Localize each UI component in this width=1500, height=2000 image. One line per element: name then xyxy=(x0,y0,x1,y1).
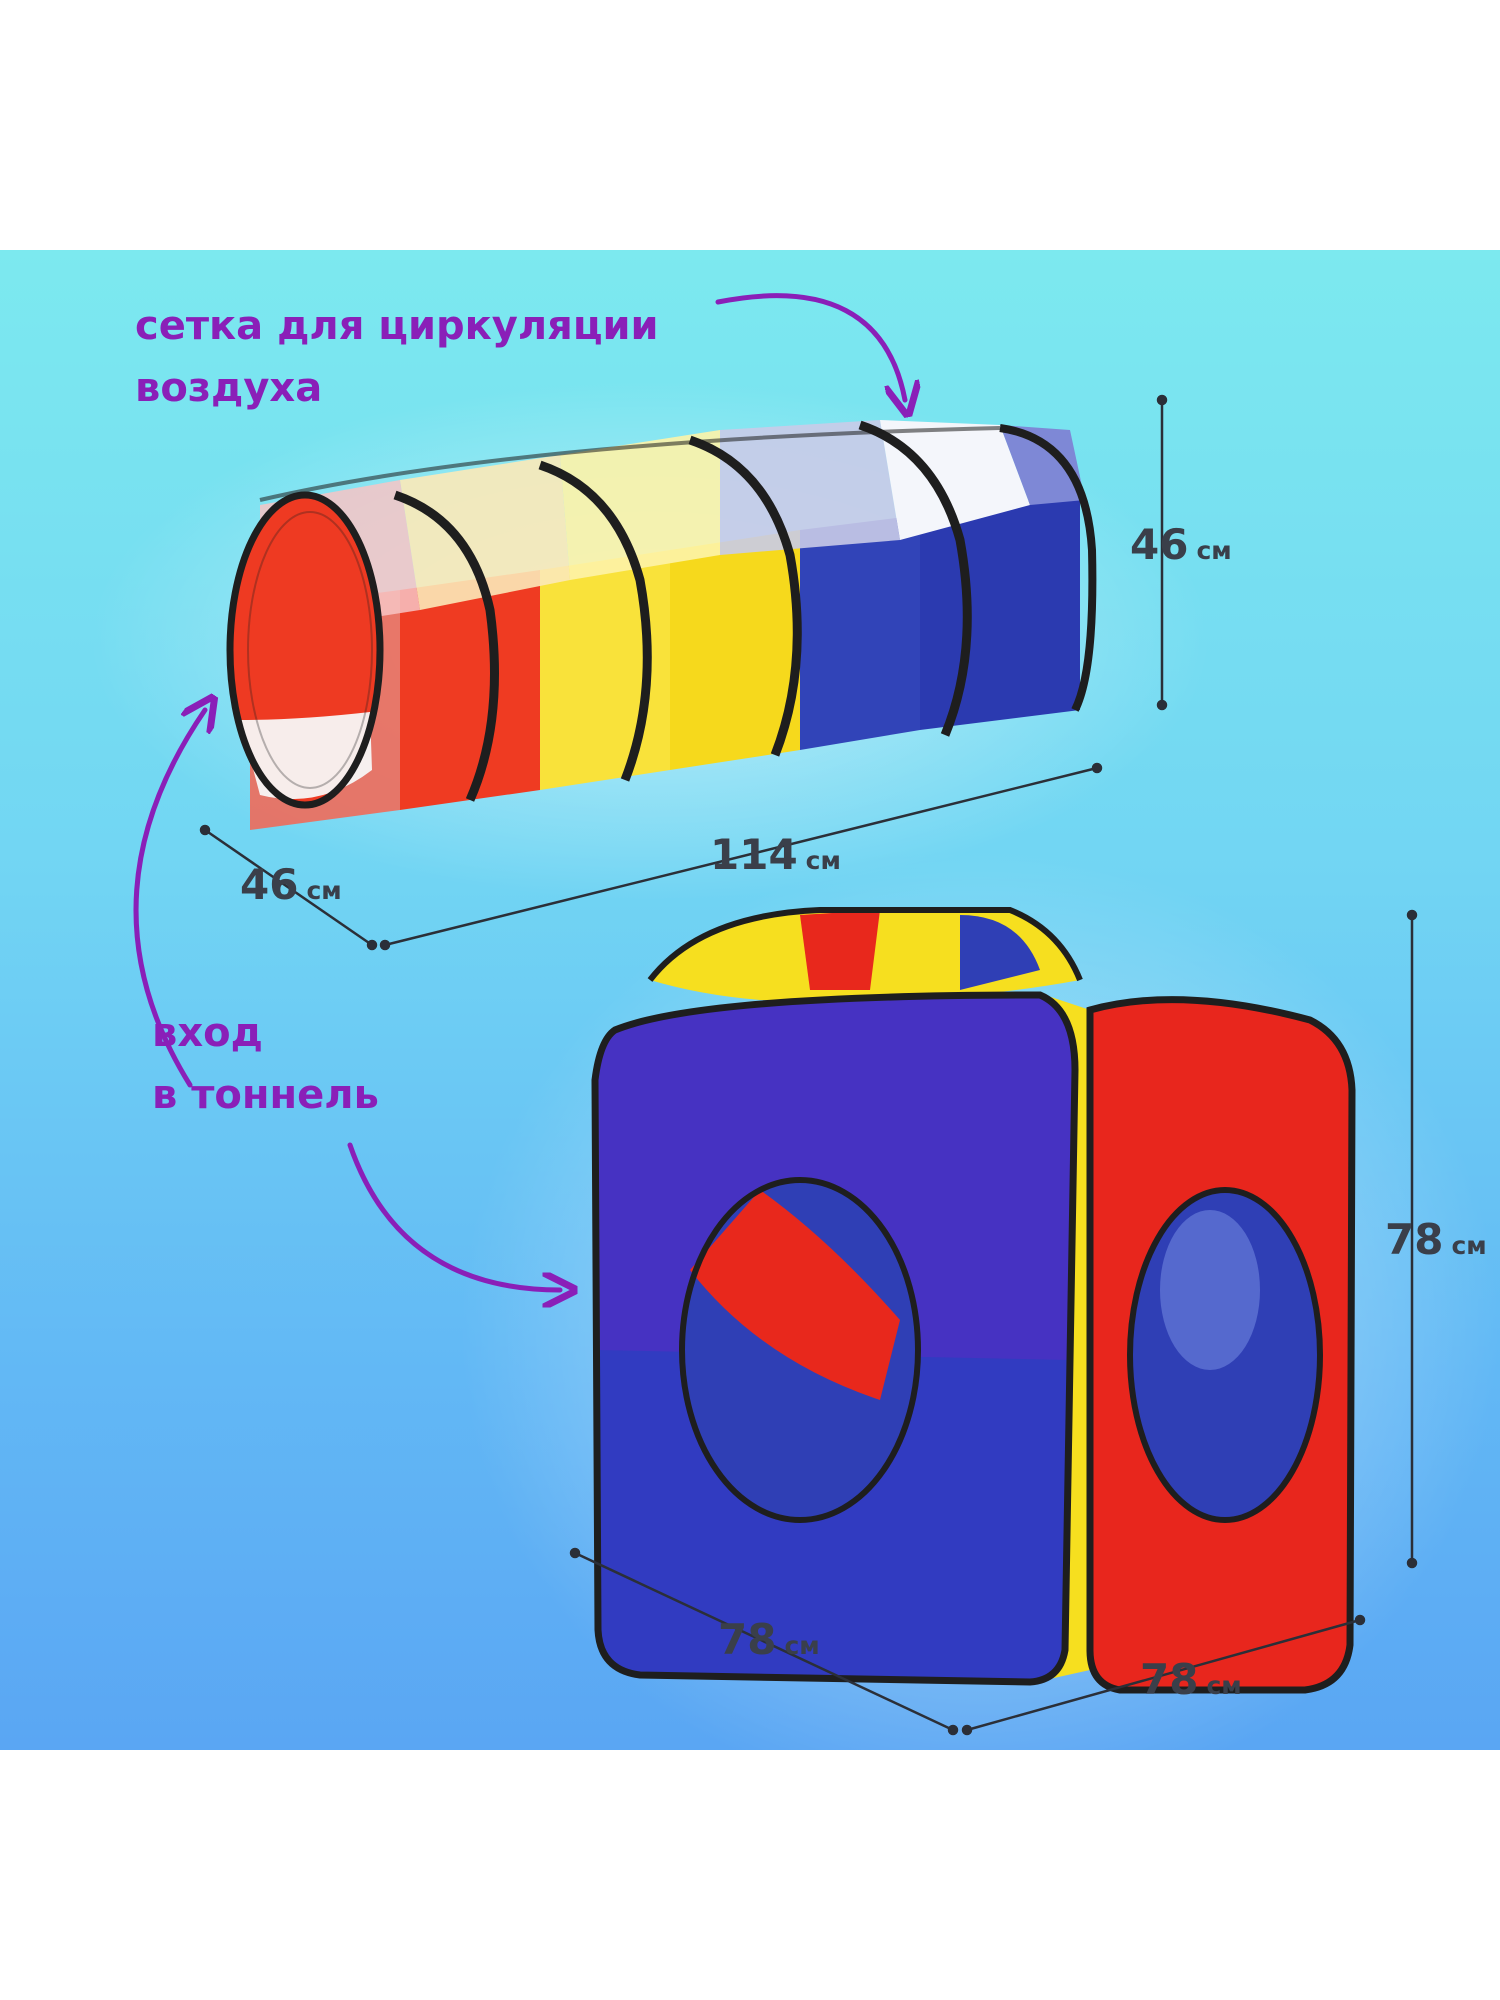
dimension-lines xyxy=(199,394,1418,1736)
unit-label: см xyxy=(306,876,342,905)
tunnel-length-value: 114 xyxy=(710,830,798,879)
mesh-callout: сетка для циркуляции воздуха xyxy=(135,295,659,419)
unit-label: см xyxy=(1451,1231,1487,1260)
tunnel-entry-arrow xyxy=(133,710,205,1088)
unit-label: см xyxy=(805,846,841,875)
cube-tent-illustration xyxy=(591,907,1356,1694)
tunnel-diameter-value: 46 xyxy=(240,860,299,909)
cube-depth-value: 78 xyxy=(1140,1655,1199,1704)
callout-arrows xyxy=(133,293,905,1290)
unit-label: см xyxy=(784,1631,820,1660)
product-panel: сетка для циркуляции воздуха вход в тонн… xyxy=(0,250,1500,1750)
entry-callout: вход в тоннель xyxy=(152,1002,379,1126)
entry-callout-line1: вход xyxy=(152,1010,263,1056)
mesh-callout-line1: сетка для циркуляции xyxy=(135,303,659,349)
tunnel-height-value: 46 xyxy=(1130,520,1189,569)
unit-label: см xyxy=(1206,1671,1242,1700)
unit-label: см xyxy=(1196,536,1232,565)
mesh-arrow xyxy=(715,293,905,400)
product-illustration xyxy=(90,293,1500,1750)
cube-entry-arrow xyxy=(347,1142,560,1290)
tunnel-illustration xyxy=(226,420,1097,830)
cube-width-value: 78 xyxy=(718,1615,777,1664)
entry-callout-line2: в тоннель xyxy=(152,1072,379,1118)
cube-height-value: 78 xyxy=(1385,1215,1444,1264)
mesh-callout-line2: воздуха xyxy=(135,365,323,411)
